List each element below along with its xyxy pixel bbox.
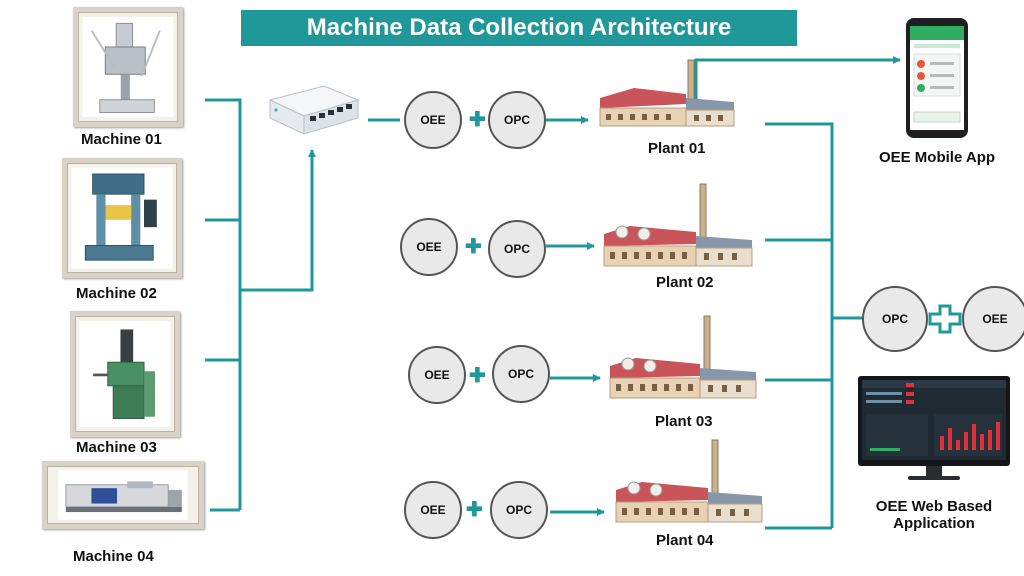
web-app-label-line-1: OEE Web Based: [875, 498, 993, 515]
machine-02-photo: [62, 158, 182, 278]
plant-04-label: Plant 04: [656, 532, 714, 549]
machine-02-label: Machine 02: [76, 285, 157, 302]
network-router-icon: [262, 80, 362, 144]
smartphone-icon: [904, 16, 970, 140]
plant-02-factory-icon: [600, 182, 760, 272]
plant-03-oee-node: OEE: [408, 346, 466, 404]
plus-icon: ✚: [466, 499, 483, 521]
web-app-label: OEE Web Based Application: [856, 498, 1012, 532]
plus-icon: ✚: [469, 109, 486, 131]
machine-03-photo: [70, 311, 180, 437]
diagram-title: Machine Data Collection Architecture: [241, 10, 797, 46]
hub-oee-node: OEE: [962, 286, 1024, 352]
plus-icon: [928, 304, 962, 334]
plant-03-opc-node: OPC: [492, 345, 550, 403]
plus-icon: ✚: [465, 236, 482, 258]
plant-03-label: Plant 03: [655, 413, 713, 430]
plant-02-opc-node: OPC: [488, 220, 546, 278]
plant-01-factory-icon: [594, 58, 744, 134]
machine-04-label: Machine 04: [73, 548, 154, 565]
mobile-app-label: OEE Mobile App: [878, 149, 996, 166]
machine-04-photo: [42, 461, 204, 529]
monitor-dashboard-icon: [856, 374, 1012, 482]
plant-04-opc-node: OPC: [490, 481, 548, 539]
plant-02-oee-node: OEE: [400, 218, 458, 276]
plant-04-factory-icon: [612, 438, 768, 528]
web-app-label-line-2: Application: [893, 515, 975, 532]
plant-02-label: Plant 02: [656, 274, 714, 291]
plant-01-opc-node: OPC: [488, 91, 546, 149]
plant-01-label: Plant 01: [648, 140, 706, 157]
plant-01-oee-node: OEE: [404, 91, 462, 149]
hub-opc-node: OPC: [862, 286, 928, 352]
machine-01-label: Machine 01: [81, 131, 162, 148]
plus-icon: ✚: [469, 365, 486, 387]
plant-04-oee-node: OEE: [404, 481, 462, 539]
plant-03-factory-icon: [606, 314, 762, 404]
machine-01-photo: [73, 7, 183, 127]
machine-03-label: Machine 03: [76, 439, 157, 456]
